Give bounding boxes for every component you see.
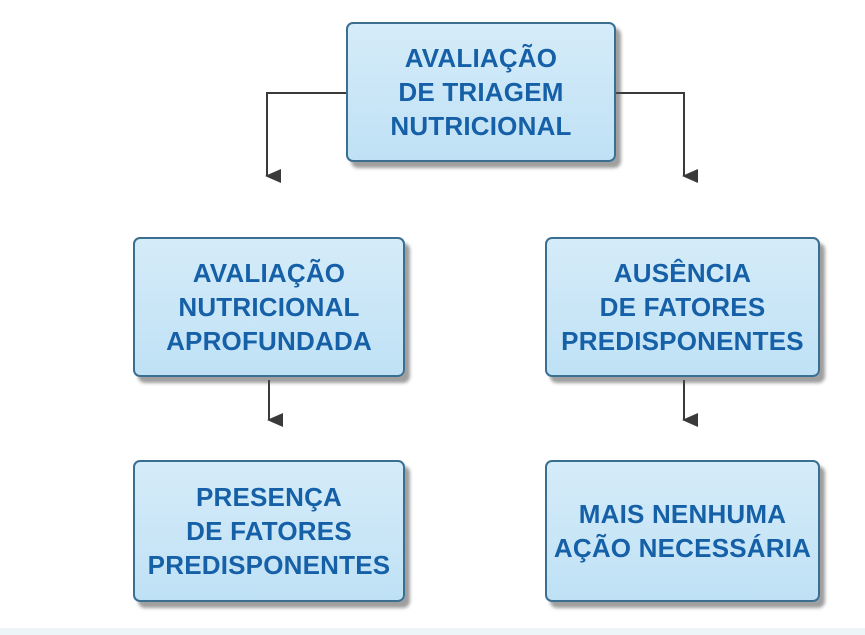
connector-root-to-left [265,92,346,183]
node-absence-of-factors-label: AUSÊNCIA DE FATORES PREDISPONENTES [561,258,804,356]
node-triage-assessment-label: AVALIAÇÃO DE TRIAGEM NUTRICIONAL [390,43,572,141]
node-no-further-action: MAIS NENHUMA AÇÃO NECESSÁRIA [545,460,820,602]
connector-root-to-right [616,92,698,183]
node-triage-assessment: AVALIAÇÃO DE TRIAGEM NUTRICIONAL [346,22,616,162]
node-absence-of-factors: AUSÊNCIA DE FATORES PREDISPONENTES [545,237,820,377]
node-no-further-action-label: MAIS NENHUMA AÇÃO NECESSÁRIA [553,499,812,563]
node-in-depth-assessment-label: AVALIAÇÃO NUTRICIONAL APROFUNDADA [166,258,372,356]
bottom-band [0,628,865,635]
node-presence-of-factors-label: PRESENÇA DE FATORES PREDISPONENTES [147,482,391,580]
node-presence-of-factors: PRESENÇA DE FATORES PREDISPONENTES [133,460,405,602]
node-in-depth-assessment: AVALIAÇÃO NUTRICIONAL APROFUNDADA [133,237,405,377]
